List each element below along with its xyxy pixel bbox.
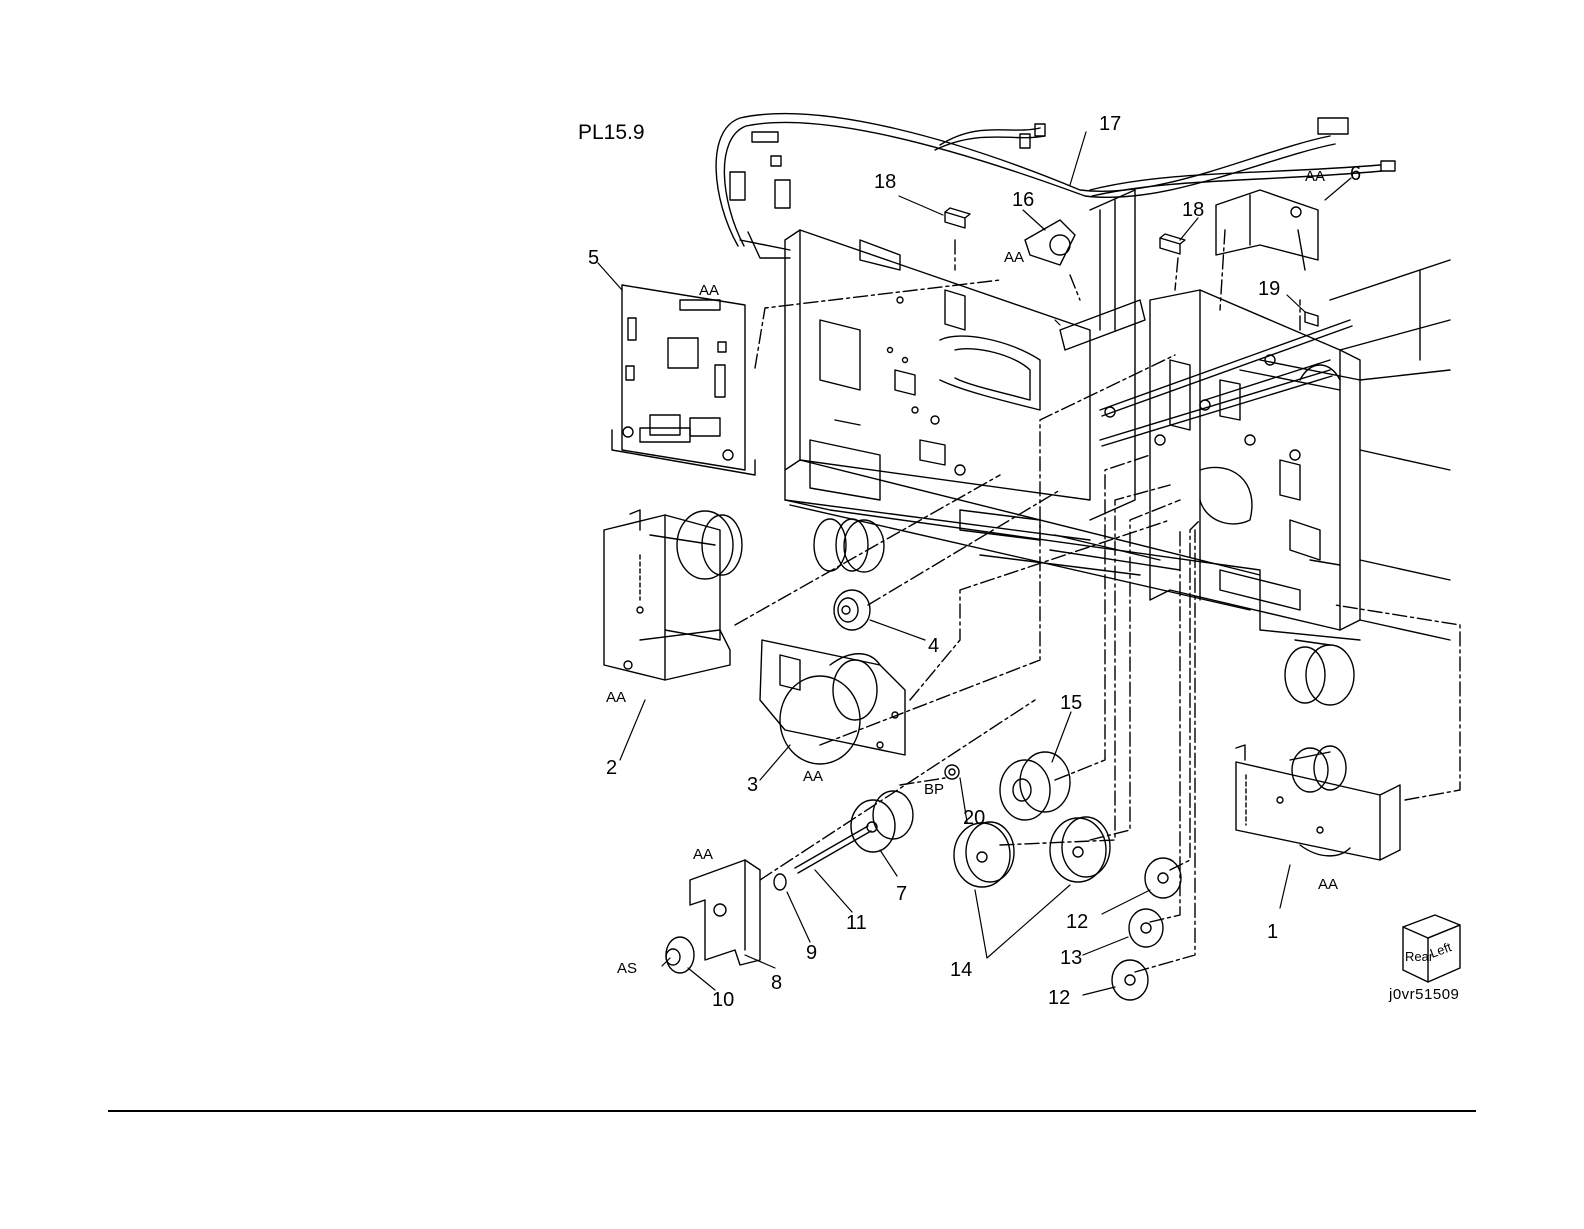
ref-aa-part3: AA	[803, 769, 823, 784]
part-10-gear	[666, 937, 694, 973]
leader-lines	[598, 132, 1351, 995]
part-2-motor-assembly	[604, 510, 742, 680]
callout-15: 15	[1060, 693, 1082, 713]
callout-12-lower: 12	[1048, 988, 1070, 1008]
callout-12-upper: 12	[1066, 912, 1088, 932]
part-16-sensor	[1025, 220, 1075, 265]
part-20-bearing	[945, 765, 959, 779]
callout-18-left: 18	[874, 172, 896, 192]
assembly-lines	[735, 230, 1460, 972]
callout-20: 20	[963, 808, 985, 828]
part-12-13-gears	[1112, 858, 1181, 1000]
callout-7: 7	[896, 884, 907, 904]
callout-6: 6	[1350, 164, 1361, 184]
part-6-bracket	[1216, 190, 1318, 270]
callout-4: 4	[928, 636, 939, 656]
callout-10: 10	[712, 990, 734, 1010]
ref-bp: BP	[924, 782, 944, 797]
page-divider	[108, 1110, 1476, 1112]
plate-id: PL15.9	[578, 121, 645, 145]
image-code: j0vr51509	[1389, 986, 1459, 1003]
callout-2: 2	[606, 758, 617, 778]
callout-19: 19	[1258, 279, 1280, 299]
part-5-pwb	[612, 285, 755, 475]
callout-1: 1	[1267, 922, 1278, 942]
callout-8: 8	[771, 973, 782, 993]
callout-11: 11	[846, 913, 867, 933]
part-8-bracket	[690, 860, 760, 965]
ref-as: AS	[617, 961, 637, 976]
ref-aa-part6: AA	[1305, 169, 1325, 184]
part-3-main-motor	[760, 640, 905, 764]
cube-left-label: Left	[1428, 939, 1454, 961]
main-frame	[785, 190, 1450, 705]
callout-5: 5	[588, 248, 599, 268]
callout-17: 17	[1099, 114, 1121, 134]
ref-aa-part8: AA	[693, 847, 713, 862]
part-19-pad	[1305, 312, 1318, 326]
orientation-cube: Rear Left	[1403, 915, 1460, 982]
ref-aa-part16: AA	[1004, 250, 1024, 265]
callout-3: 3	[747, 775, 758, 795]
part-18-pads	[945, 208, 1185, 254]
callout-18-right: 18	[1182, 200, 1204, 220]
part-4-gear	[834, 590, 870, 630]
ref-aa-part1: AA	[1318, 877, 1338, 892]
callout-16: 16	[1012, 190, 1034, 210]
callout-13: 13	[1060, 948, 1082, 968]
callout-14: 14	[950, 960, 972, 980]
part-9-bearing	[774, 874, 786, 890]
callout-9: 9	[806, 943, 817, 963]
part-15-gear-pulley	[1000, 752, 1070, 820]
ref-aa-part5: AA	[699, 283, 719, 298]
ref-aa-part2: AA	[606, 690, 626, 705]
part-1-motor-bracket	[1236, 745, 1400, 860]
